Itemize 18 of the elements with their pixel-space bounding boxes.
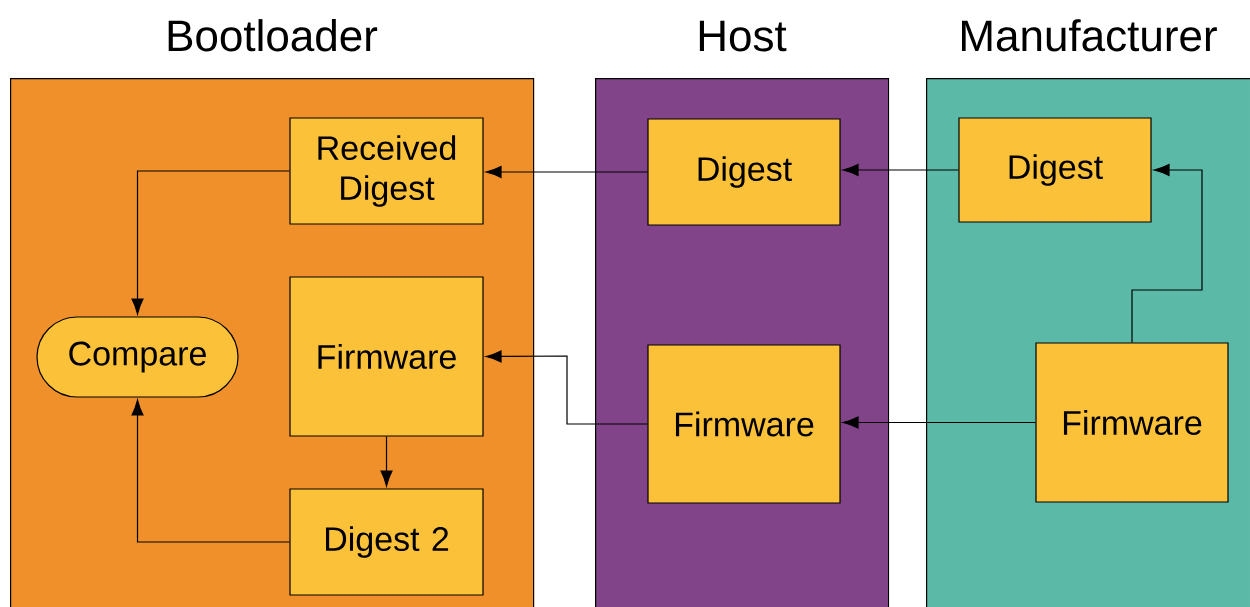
arrow bbox=[485, 350, 648, 425]
panel-title: Bootloader bbox=[168, 19, 378, 52]
arrow bbox=[131, 170, 290, 315]
panel-title: Manufacturer bbox=[962, 19, 1217, 52]
arrow bbox=[842, 416, 1036, 429]
process-box: Firmware bbox=[1035, 342, 1229, 503]
arrow bbox=[1131, 163, 1203, 343]
arrow bbox=[380, 436, 393, 487]
arrow bbox=[842, 163, 959, 177]
arrow bbox=[131, 399, 290, 543]
process-box: Received Digest bbox=[289, 117, 484, 225]
arrow bbox=[485, 165, 648, 179]
process-box: Digest bbox=[958, 117, 1152, 223]
process-box: Firmware bbox=[647, 344, 841, 504]
process-box: Digest 2 bbox=[289, 488, 484, 596]
process-box: Firmware bbox=[289, 276, 484, 437]
panel-title: Host bbox=[699, 20, 787, 52]
process-box: Digest bbox=[647, 118, 841, 226]
